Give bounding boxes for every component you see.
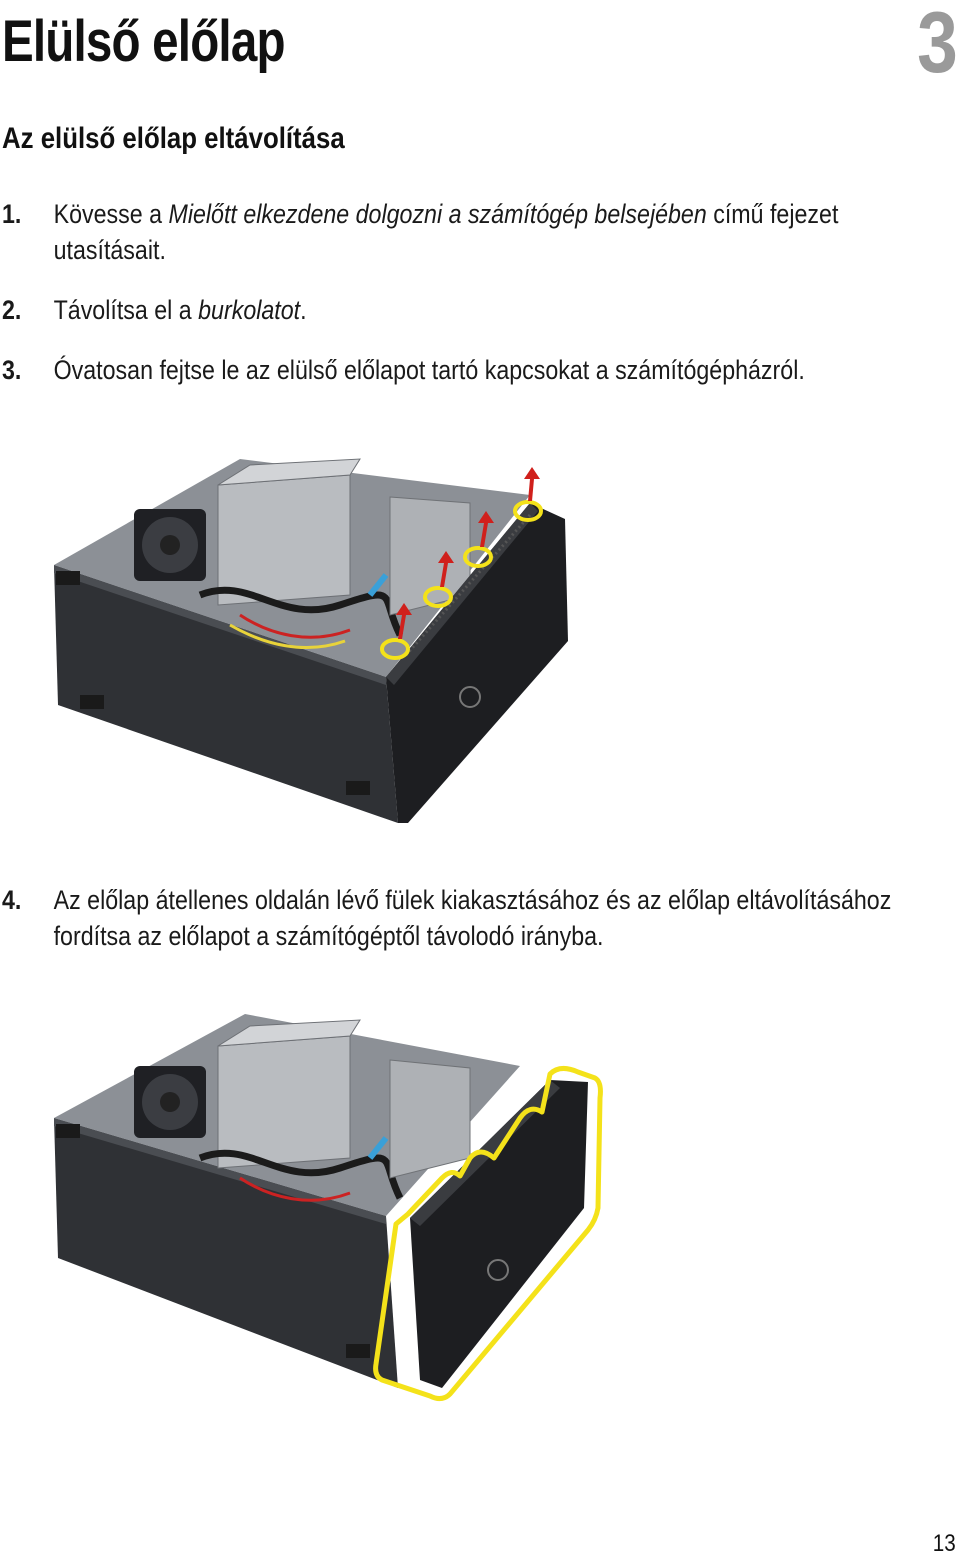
page-number: 13 (933, 1530, 956, 1557)
dell-logo (487, 1259, 509, 1281)
step-2: 2. Távolítsa el a burkolatot. (2, 292, 307, 328)
power-supply (217, 474, 351, 606)
step-number: 2. (2, 295, 22, 325)
figure-front-bezel-clips (54, 458, 568, 823)
step-text: Óvatosan fejtse le az elülső előlapot ta… (53, 355, 805, 385)
chapter-title: Elülső előlap (2, 9, 286, 74)
step-text: utasításait. (53, 235, 166, 265)
chassis-side-panel (54, 1118, 398, 1388)
step-text: . (300, 295, 307, 325)
step-4: 4. Az előlap átellenes oldalán lévő fülek… (2, 882, 891, 954)
step-text: Távolítsa el a (53, 295, 199, 325)
step-text: fordítsa az előlapot a számítógéptől táv… (53, 921, 604, 951)
power-supply (217, 1035, 351, 1169)
step-text: Kövesse a (53, 199, 169, 229)
clip-highlights (380, 500, 543, 660)
section-title: Az elülső előlap eltávolítása (2, 122, 345, 155)
step-link[interactable]: burkolatot (198, 295, 301, 325)
step-number: 3. (2, 355, 22, 385)
bezel-outline-highlight (373, 1066, 603, 1402)
step-3: 3. Óvatosan fejtse le az elülső előlapot … (2, 352, 805, 388)
step-1: 1. Kövesse a Mielőtt elkezdene dolgozni a… (2, 196, 838, 268)
arrow-icon (396, 467, 540, 639)
chassis-side-panel (54, 565, 398, 823)
dell-logo (459, 686, 481, 708)
front-bezel (410, 1080, 588, 1388)
step-number: 4. (2, 885, 22, 915)
step-number: 1. (2, 199, 22, 229)
figure-front-bezel-removal (54, 1014, 603, 1402)
front-bezel (386, 503, 568, 823)
step-text: című fejezet (706, 199, 839, 229)
drive-cage (389, 1059, 471, 1179)
step-text: Az előlap átellenes oldalán lévő fülek k… (53, 885, 892, 915)
chapter-number: 3 (917, 0, 958, 91)
step-link[interactable]: Mielőtt elkezdene dolgozni a számítógép … (168, 199, 707, 229)
